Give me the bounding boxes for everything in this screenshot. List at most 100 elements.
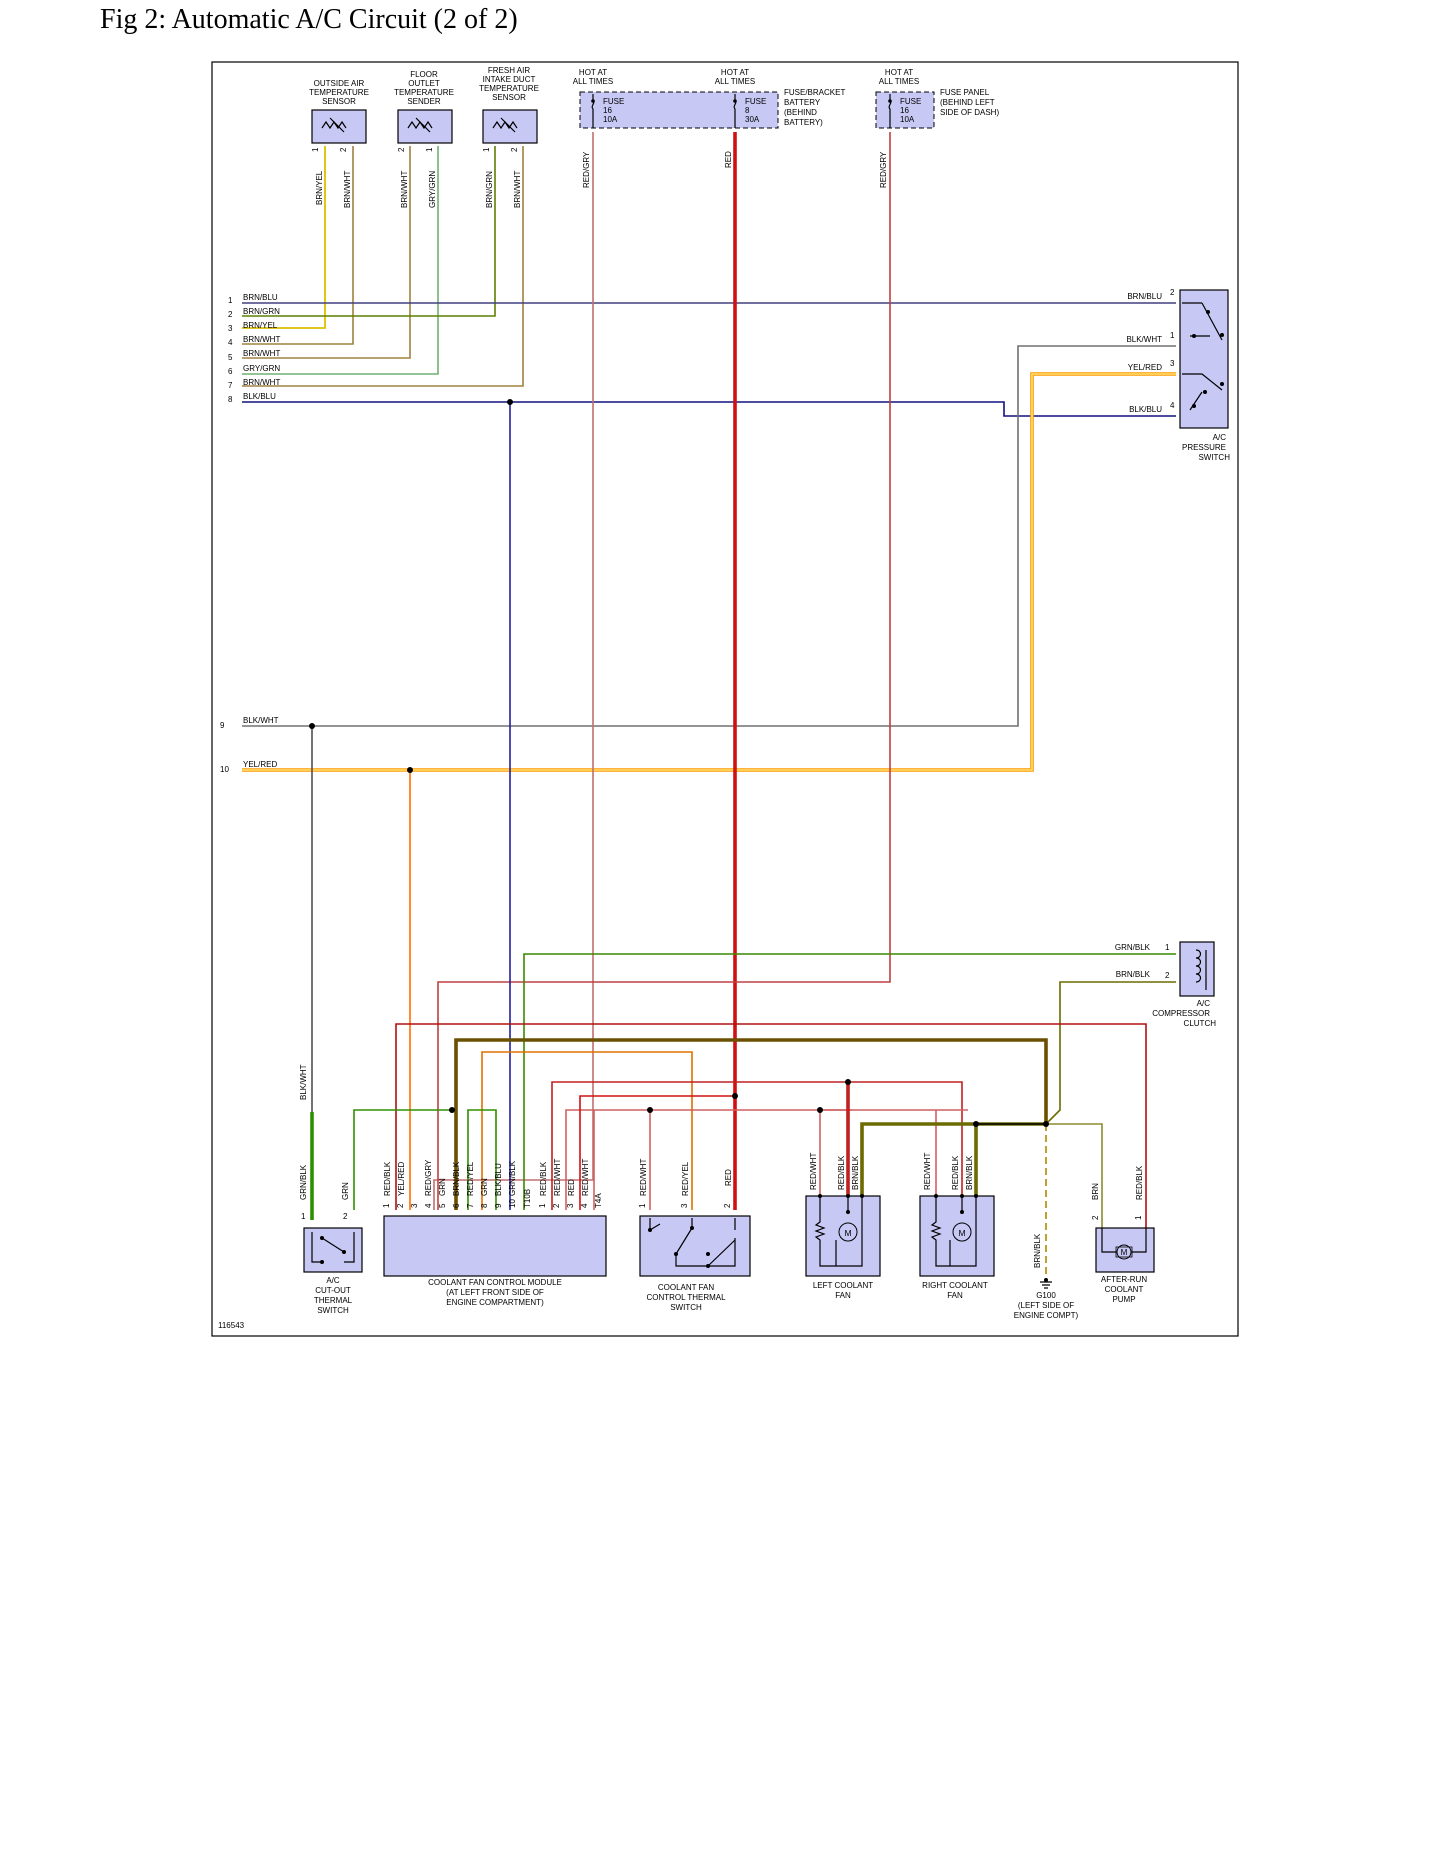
svg-text:8: 8 xyxy=(480,1203,489,1208)
svg-text:1: 1 xyxy=(638,1203,647,1208)
svg-text:6: 6 xyxy=(452,1203,461,1208)
svg-text:FUSE: FUSE xyxy=(603,97,624,106)
svg-text:GRN: GRN xyxy=(480,1178,489,1196)
splice xyxy=(407,767,413,773)
svg-text:3: 3 xyxy=(566,1203,575,1208)
svg-text:1: 1 xyxy=(425,147,434,152)
svg-text:INTAKE DUCT: INTAKE DUCT xyxy=(483,75,536,84)
wire-red-gry-fuse16 xyxy=(433,132,594,1210)
svg-text:2: 2 xyxy=(343,1212,348,1221)
svg-text:ENGINE COMPT): ENGINE COMPT) xyxy=(1014,1311,1079,1320)
splice xyxy=(647,1107,653,1113)
svg-text:RED: RED xyxy=(724,1169,733,1186)
module-pin-labels: 1 2 3 4 5 6 7 8 9 10 T10B 1 2 3 4 T4A xyxy=(382,1189,603,1208)
svg-text:BLK/BLU: BLK/BLU xyxy=(494,1163,503,1196)
svg-text:6: 6 xyxy=(228,367,233,376)
svg-text:TEMPERATURE: TEMPERATURE xyxy=(309,88,369,97)
svg-text:BRN/GRN: BRN/GRN xyxy=(485,171,494,208)
after-run-coolant-pump: BRN RED/BLK 2 1 M AFTER-RUN COOLANT PUMP xyxy=(1091,1165,1155,1304)
svg-text:OUTLET: OUTLET xyxy=(408,79,440,88)
svg-text:8: 8 xyxy=(228,395,233,404)
svg-text:COOLANT FAN CONTROL MODULE: COOLANT FAN CONTROL MODULE xyxy=(428,1278,562,1287)
svg-text:RED/WHT: RED/WHT xyxy=(639,1159,648,1196)
wire-brn-blk-loop xyxy=(454,1038,1048,1210)
svg-text:1: 1 xyxy=(1170,331,1175,340)
svg-text:BLK/WHT: BLK/WHT xyxy=(243,716,279,725)
svg-text:TEMPERATURE: TEMPERATURE xyxy=(479,84,539,93)
svg-text:RED/BLK: RED/BLK xyxy=(951,1155,960,1190)
svg-text:A/C: A/C xyxy=(326,1276,340,1285)
coolant-fan-thermal-switch: RED/WHT RED/YEL RED 1 3 2 COOLANT FAN CO… xyxy=(638,1159,751,1312)
svg-text:RED/WHT: RED/WHT xyxy=(553,1159,562,1196)
ground-icon xyxy=(1040,1281,1052,1289)
svg-text:AFTER-RUN: AFTER-RUN xyxy=(1101,1275,1147,1284)
svg-text:30A: 30A xyxy=(745,115,760,124)
svg-text:SENSOR: SENSOR xyxy=(492,93,526,102)
svg-text:BRN/WHT: BRN/WHT xyxy=(400,171,409,208)
svg-text:BLK/BLU: BLK/BLU xyxy=(1129,405,1162,414)
svg-text:BRN/BLU: BRN/BLU xyxy=(1127,292,1162,301)
ac-pressure-switch: BRN/BLU 2 BLK/WHT 1 YEL/RED 3 BLK/BLU 4 … xyxy=(1126,288,1230,462)
svg-text:T10B: T10B xyxy=(523,1189,532,1208)
wires xyxy=(242,132,1176,1282)
wire-grn-blk-clutch xyxy=(523,953,1176,1210)
motor-icon xyxy=(1116,1244,1132,1260)
svg-text:(BEHIND LEFT: (BEHIND LEFT xyxy=(940,98,995,107)
svg-text:LEFT COOLANT: LEFT COOLANT xyxy=(813,1281,873,1290)
svg-text:BRN/WHT: BRN/WHT xyxy=(243,378,280,387)
svg-text:ALL TIMES: ALL TIMES xyxy=(715,77,755,86)
svg-text:2: 2 xyxy=(1165,971,1170,980)
svg-text:BLK/WHT: BLK/WHT xyxy=(1126,335,1162,344)
svg-text:FLOOR: FLOOR xyxy=(410,70,438,79)
coil-icon xyxy=(1195,949,1207,990)
svg-text:2: 2 xyxy=(510,147,519,152)
svg-text:RED/WHT: RED/WHT xyxy=(581,1159,590,1196)
svg-text:3: 3 xyxy=(1170,359,1175,368)
switch-icon xyxy=(1182,302,1223,411)
svg-text:BRN/BLK: BRN/BLK xyxy=(1033,1233,1042,1268)
svg-text:RIGHT COOLANT: RIGHT COOLANT xyxy=(922,1281,988,1290)
svg-text:FUSE PANEL: FUSE PANEL xyxy=(940,88,990,97)
fresh-air-sensor: FRESH AIR INTAKE DUCT TEMPERATURE SENSOR… xyxy=(479,66,539,208)
svg-text:BLK/BLU: BLK/BLU xyxy=(243,392,276,401)
wire-grn-cutout xyxy=(353,1109,452,1210)
svg-text:PUMP: PUMP xyxy=(1112,1295,1135,1304)
svg-text:8: 8 xyxy=(745,106,750,115)
svg-text:BRN/BLK: BRN/BLK xyxy=(1116,970,1151,979)
svg-text:RED/GRY: RED/GRY xyxy=(879,151,888,188)
svg-text:YEL/RED: YEL/RED xyxy=(243,760,277,769)
svg-text:THERMAL: THERMAL xyxy=(314,1296,353,1305)
fuse-location-battery: FUSE/BRACKET BATTERY (BEHIND BATTERY) xyxy=(784,88,845,127)
svg-text:ALL TIMES: ALL TIMES xyxy=(879,77,919,86)
wire-brn-wht-5 xyxy=(242,146,411,359)
svg-text:3: 3 xyxy=(228,324,233,333)
svg-text:GRY/GRN: GRY/GRN xyxy=(428,171,437,208)
svg-text:BRN/WHT: BRN/WHT xyxy=(343,171,352,208)
svg-text:FUSE: FUSE xyxy=(745,97,766,106)
svg-text:CUT-OUT: CUT-OUT xyxy=(315,1286,351,1295)
wire-red-yel-thermal xyxy=(481,1051,693,1210)
fuse-8-battery: HOT AT ALL TIMES FUSE 8 30A RED xyxy=(715,68,767,168)
svg-text:10A: 10A xyxy=(603,115,618,124)
svg-text:FAN: FAN xyxy=(835,1291,851,1300)
wire-red-module xyxy=(579,1095,735,1210)
svg-text:SWITCH: SWITCH xyxy=(1198,453,1230,462)
motor-icon xyxy=(838,1222,858,1242)
switch-icon xyxy=(311,1232,355,1263)
splice xyxy=(1043,1121,1049,1127)
svg-text:BRN/WHT: BRN/WHT xyxy=(243,335,280,344)
svg-text:4: 4 xyxy=(424,1203,433,1208)
svg-text:ENGINE COMPARTMENT): ENGINE COMPARTMENT) xyxy=(446,1298,544,1307)
svg-text:SIDE OF DASH): SIDE OF DASH) xyxy=(940,108,999,117)
switch-icon xyxy=(649,1218,736,1267)
splice xyxy=(449,1107,455,1113)
svg-text:2: 2 xyxy=(339,147,348,152)
thermistor-icon xyxy=(492,117,518,133)
svg-text:RED/BLK: RED/BLK xyxy=(1135,1165,1144,1200)
svg-text:HOT AT: HOT AT xyxy=(721,68,749,77)
svg-text:M: M xyxy=(844,1228,851,1238)
wire-red-blk-pump xyxy=(395,1023,1147,1228)
svg-text:HOT AT: HOT AT xyxy=(885,68,913,77)
splice-dots xyxy=(309,399,1049,1127)
svg-text:G100: G100 xyxy=(1036,1291,1056,1300)
